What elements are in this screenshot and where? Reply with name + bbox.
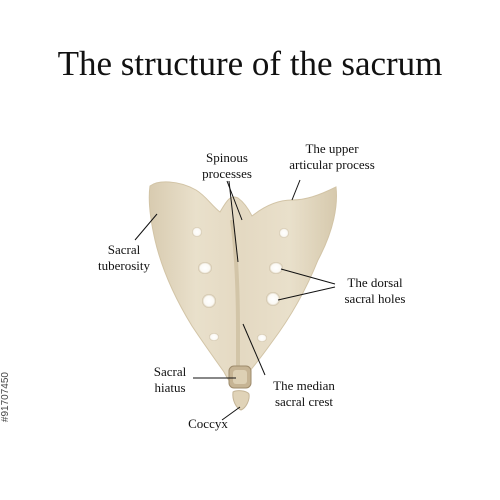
leader-upper-articular	[291, 179, 301, 201]
diagram-title: The structure of the sacrum	[57, 44, 443, 83]
label-spinous-processes: Spinous processes	[202, 150, 252, 181]
label-median-sacral-crest: The median sacral crest	[273, 378, 335, 409]
label-coccyx: Coccyx	[188, 416, 228, 431]
dorsal-hole-left-4	[209, 333, 219, 341]
leader-dorsal-2	[277, 286, 336, 301]
side-id-text: #91707450	[0, 372, 11, 423]
leader-dorsal-1	[280, 268, 336, 285]
dorsal-hole-left-1	[192, 227, 202, 237]
leader-lines	[134, 179, 336, 421]
label-upper-articular-process: The upper articular process	[289, 141, 375, 172]
dorsal-hole-right-4	[257, 334, 267, 342]
label-sacral-hiatus: Sacral hiatus	[153, 364, 187, 395]
dorsal-hole-right-1	[279, 228, 289, 238]
leader-tuberosity	[134, 213, 158, 241]
sacrum-bone	[148, 181, 337, 387]
coccyx-shape	[232, 390, 250, 411]
dorsal-hole-right-3	[266, 292, 280, 306]
label-sacral-tuberosity: Sacral tuberosity	[98, 242, 150, 273]
dorsal-hole-left-3	[202, 294, 216, 308]
leader-spinous-2	[228, 180, 239, 263]
dorsal-hole-left-2	[198, 262, 212, 274]
dorsal-hole-right-2	[269, 262, 283, 274]
median-crest-shade	[230, 219, 241, 372]
label-dorsal-sacral-holes: The dorsal sacral holes	[344, 275, 406, 306]
leader-coccyx	[221, 406, 241, 421]
leader-crest	[242, 323, 266, 376]
